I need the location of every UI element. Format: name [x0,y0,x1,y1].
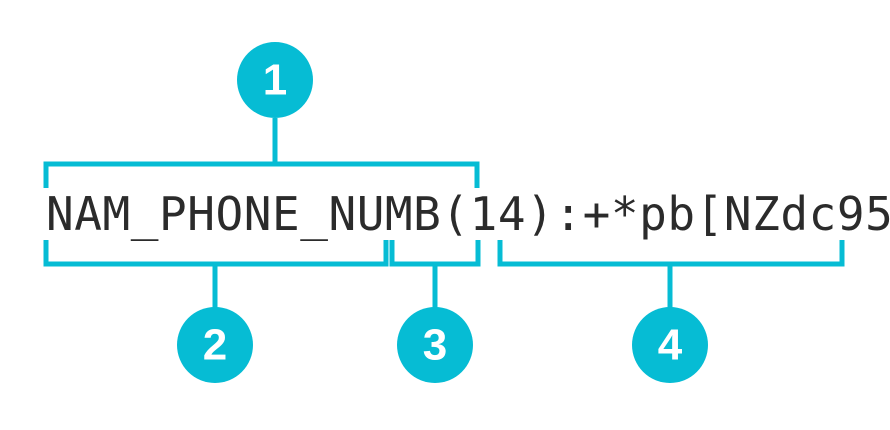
callout-1-bracket [43,161,480,188]
callout-3-badge[interactable] [397,307,473,383]
callout-1-group: 1 [43,42,480,188]
callout-1-badge[interactable] [237,42,313,118]
callout-1-number: 1 [263,56,287,105]
callout-2-badge[interactable] [177,307,253,383]
callout-3-bracket [389,240,481,267]
callout-4-number: 4 [658,321,683,370]
callout-4-badge[interactable] [632,307,708,383]
callout-2-number: 2 [203,321,227,370]
callout-4-bracket [497,240,845,267]
callout-2-bracket [43,240,389,267]
callout-4-group: 4 [497,240,845,383]
callout-3-number: 3 [423,321,447,370]
callout-2-group: 2 [43,240,389,383]
callout-3-group: 3 [389,240,481,383]
annotated-code-string: NAM_PHONE_NUMB(14):+*pb[NZdc95tLB [46,187,890,241]
